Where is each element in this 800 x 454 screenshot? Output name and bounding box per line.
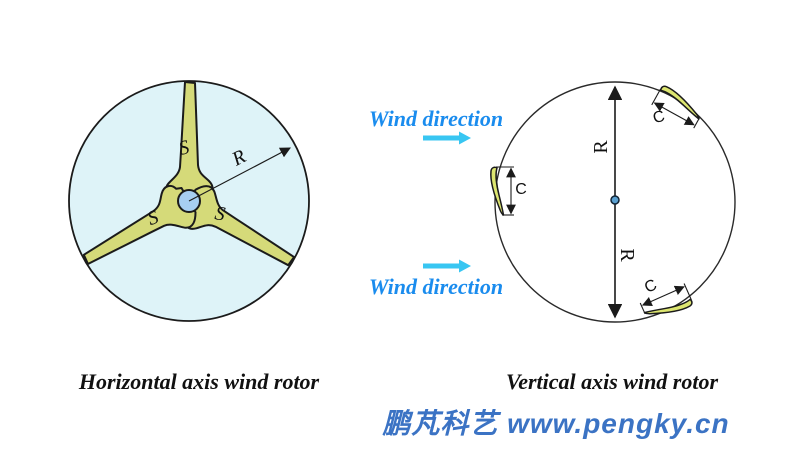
horizontal-rotor-diagram (68, 80, 310, 322)
caption-horizontal-rotor: Horizontal axis wind rotor (78, 369, 320, 394)
rotation-axis-dot (610, 195, 620, 205)
radius-arrow (188, 147, 291, 202)
site-watermark: 鹏芃科艺 www.pengky.cn (382, 408, 730, 439)
chord-label-left: C (515, 181, 527, 198)
radius-label-lower: R (616, 248, 638, 262)
caption-vertical-rotor: Vertical axis wind rotor (505, 369, 719, 394)
rotor-path-circle (494, 81, 736, 323)
wind-direction-label-bottom: Wind direction (368, 274, 504, 299)
wind-arrow-bottom (423, 259, 471, 273)
wind-direction-label-top: Wind direction (368, 106, 504, 131)
radius-label-upper: R (590, 140, 612, 154)
vertical-rotor-diagram (423, 81, 736, 324)
wind-arrow-top (423, 131, 471, 145)
blade-section-left (491, 167, 514, 215)
